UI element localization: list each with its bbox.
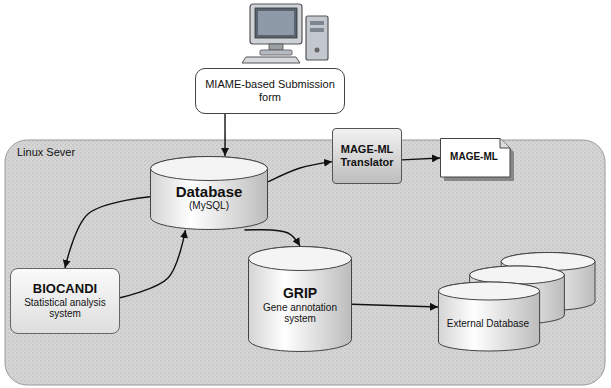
cylinder-shape [439, 282, 540, 351]
translator-box: MAGE-ML Translator [332, 128, 402, 184]
annotation-cylinder: GRIPGene annotation system [248, 246, 352, 352]
document-fold [500, 139, 510, 149]
node-title: MAGE-ML Translator [337, 143, 397, 168]
node-title: Database [176, 183, 243, 200]
submission-form-box: MIAME-based Submission form [195, 68, 345, 114]
analysis-system-box: BIOCANDIStatistical analysis system [10, 268, 120, 334]
document-page [441, 139, 511, 178]
document-output: MAGE-ML [440, 138, 512, 178]
node-title: MIAME-based Submission form [204, 78, 336, 103]
flow-arrow [65, 197, 150, 268]
flow-arrow [120, 230, 185, 298]
external-database-stack-outline [438, 252, 596, 352]
cylinder-shape [151, 157, 268, 230]
node-title: External Database [447, 318, 529, 330]
node-title: GRIP [283, 285, 317, 301]
node-subtitle: Statistical analysis system [17, 297, 113, 320]
node-subtitle: (MySQL) [189, 200, 229, 212]
flow-arrow [402, 158, 440, 160]
computer-icon [238, 2, 338, 64]
flow-arrow [268, 162, 332, 182]
node-subtitle: Gene annotation system [256, 302, 344, 325]
node-title: BIOCANDI [33, 282, 97, 297]
flow-arrow [352, 304, 438, 307]
flow-arrow [224, 114, 225, 156]
node-title: MAGE-ML [450, 151, 498, 163]
external-database-stack: External Database [438, 252, 596, 352]
database-cylinder: Database(MySQL) [150, 156, 268, 230]
flow-arrow [244, 230, 300, 246]
cylinder-shape [249, 247, 352, 352]
node-title: Linux Sever [17, 146, 75, 159]
server-region-fill [5, 140, 605, 385]
